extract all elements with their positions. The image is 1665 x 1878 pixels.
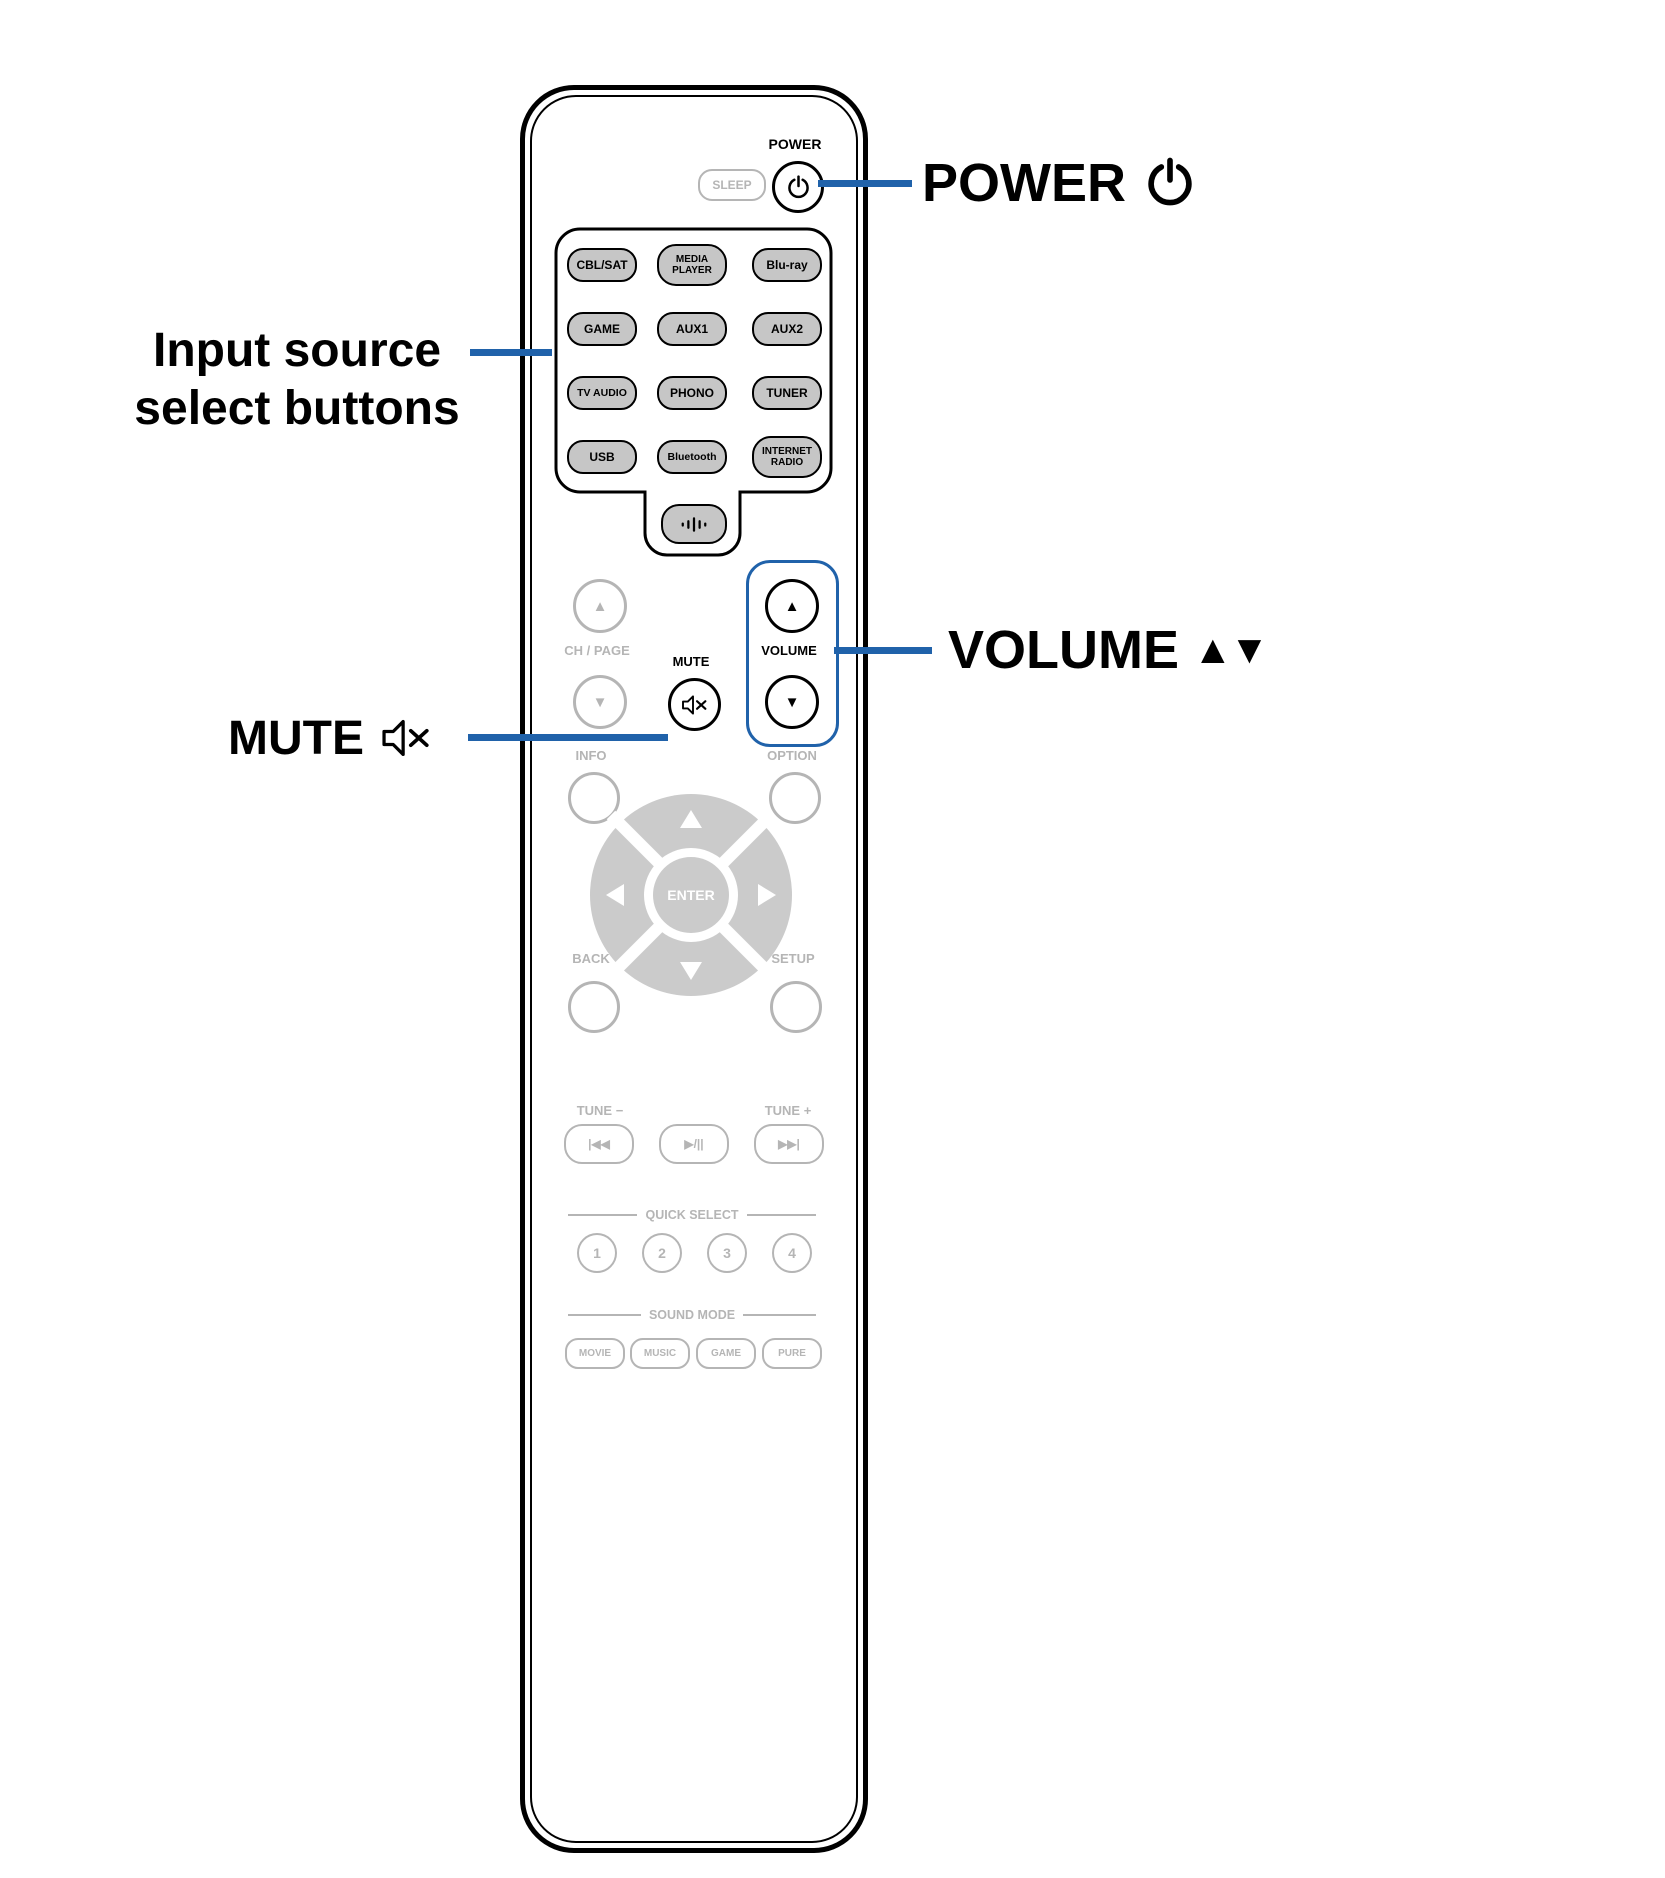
input-usb-button[interactable]: USB bbox=[567, 440, 637, 474]
sound-mode-movie-button[interactable]: MOVIE bbox=[565, 1338, 625, 1369]
volume-arrows-icon: ▲▼ bbox=[1193, 627, 1269, 672]
input-media-player-button[interactable]: MEDIA PLAYER bbox=[657, 244, 727, 286]
sound-mode-music-button[interactable]: MUSIC bbox=[630, 1338, 690, 1369]
input-source-callout-line1: Input source bbox=[152, 324, 442, 377]
input-cbl-sat-button[interactable]: CBL/SAT bbox=[567, 248, 637, 282]
volume-label: VOLUME bbox=[761, 643, 817, 658]
enter-button[interactable] bbox=[653, 857, 729, 933]
volume-callout-label: VOLUME bbox=[948, 620, 1180, 680]
input-source-callout-line bbox=[470, 349, 552, 356]
tune-plus-label: TUNE + bbox=[764, 1103, 812, 1118]
sound-mode-game-button[interactable]: GAME bbox=[696, 1338, 756, 1369]
power-callout-label: POWER bbox=[922, 153, 1127, 213]
volume-down-button[interactable]: ▼ bbox=[765, 675, 819, 729]
sound-wave-icon bbox=[681, 516, 707, 532]
mute-callout-label: MUTE bbox=[228, 711, 364, 765]
mute-button[interactable] bbox=[668, 678, 721, 731]
power-callout: POWER bbox=[922, 152, 1196, 214]
input-aux1-button[interactable]: AUX1 bbox=[657, 312, 727, 346]
input-group-outline bbox=[554, 227, 833, 557]
power-button-label: POWER bbox=[768, 136, 822, 152]
up-triangle-icon: ▲ bbox=[784, 597, 800, 615]
mute-callout: MUTE bbox=[228, 711, 432, 765]
power-button[interactable] bbox=[772, 161, 824, 213]
mute-icon bbox=[382, 719, 429, 757]
option-label: OPTION bbox=[767, 748, 817, 763]
divider-line bbox=[746, 1213, 816, 1217]
volume-callout: VOLUME ▲▼ bbox=[948, 620, 1269, 680]
input-source-callout-line2: select buttons bbox=[134, 381, 460, 435]
dpad-right-triangle-icon[interactable] bbox=[758, 884, 776, 906]
quick-select-3-button[interactable]: 3 bbox=[707, 1233, 747, 1273]
input-tuner-button[interactable]: TUNER bbox=[752, 376, 822, 410]
mute-callout-line bbox=[468, 734, 668, 741]
channel-page-up-button[interactable]: ▲ bbox=[573, 579, 627, 633]
down-triangle-icon: ▼ bbox=[784, 693, 800, 711]
dpad-left-triangle-icon[interactable] bbox=[606, 884, 624, 906]
quick-select-1-button[interactable]: 1 bbox=[577, 1233, 617, 1273]
power-icon bbox=[787, 174, 809, 198]
option-button[interactable] bbox=[769, 772, 821, 824]
input-bluetooth-button[interactable]: Bluetooth bbox=[657, 440, 727, 474]
volume-up-button[interactable]: ▲ bbox=[765, 579, 819, 633]
play-pause-button[interactable]: ▶/|| bbox=[659, 1124, 729, 1164]
setup-label: SETUP bbox=[771, 951, 815, 966]
quick-select-title: QUICK SELECT bbox=[645, 1208, 739, 1222]
dpad-down-triangle-icon[interactable] bbox=[680, 962, 702, 980]
up-triangle-icon: ▲ bbox=[592, 597, 608, 615]
info-label: INFO bbox=[575, 748, 607, 763]
direction-pad[interactable]: ENTER bbox=[581, 785, 801, 1005]
input-game-button[interactable]: GAME bbox=[567, 312, 637, 346]
setup-button[interactable] bbox=[770, 981, 822, 1033]
sound-mode-pure-button[interactable]: PURE bbox=[762, 1338, 822, 1369]
input-source-callout: Input source select buttons bbox=[128, 322, 466, 437]
enter-button-label: ENTER bbox=[667, 887, 714, 903]
input-tv-audio-button[interactable]: TV AUDIO bbox=[567, 376, 637, 410]
mute-icon bbox=[682, 694, 707, 715]
input-phono-button[interactable]: PHONO bbox=[657, 376, 727, 410]
input-internet-radio-button[interactable]: INTERNET RADIO bbox=[752, 436, 822, 478]
divider-line bbox=[568, 1313, 641, 1317]
volume-callout-line bbox=[834, 647, 932, 654]
sleep-button[interactable]: SLEEP bbox=[698, 169, 766, 201]
channel-page-label: CH / PAGE bbox=[564, 643, 630, 658]
input-blu-ray-button[interactable]: Blu-ray bbox=[752, 248, 822, 282]
dpad-up-triangle-icon[interactable] bbox=[680, 810, 702, 828]
back-button[interactable] bbox=[568, 981, 620, 1033]
divider-line bbox=[568, 1213, 638, 1217]
skip-forward-button[interactable]: ▶▶| bbox=[754, 1124, 824, 1164]
quick-select-4-button[interactable]: 4 bbox=[772, 1233, 812, 1273]
sound-wave-button[interactable] bbox=[661, 504, 727, 544]
sound-mode-title: SOUND MODE bbox=[648, 1308, 736, 1322]
input-aux2-button[interactable]: AUX2 bbox=[752, 312, 822, 346]
tune-minus-label: TUNE − bbox=[576, 1103, 624, 1118]
mute-button-label: MUTE bbox=[672, 654, 710, 669]
channel-page-down-button[interactable]: ▼ bbox=[573, 675, 627, 729]
divider-line bbox=[743, 1313, 816, 1317]
power-callout-line bbox=[818, 180, 912, 187]
down-triangle-icon: ▼ bbox=[592, 693, 608, 711]
skip-back-button[interactable]: |◀◀ bbox=[564, 1124, 634, 1164]
sound-mode-header: SOUND MODE bbox=[568, 1308, 816, 1322]
remote-body: SLEEP POWER CBL/SAT MEDIA PLAYER Blu-ray… bbox=[520, 85, 868, 1853]
quick-select-2-button[interactable]: 2 bbox=[642, 1233, 682, 1273]
quick-select-header: QUICK SELECT bbox=[568, 1208, 816, 1222]
back-label: BACK bbox=[572, 951, 610, 966]
power-icon bbox=[1148, 157, 1192, 206]
